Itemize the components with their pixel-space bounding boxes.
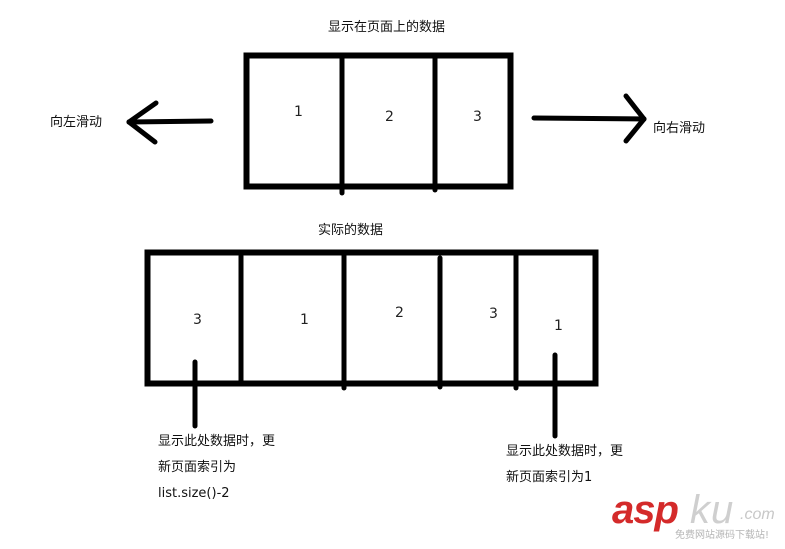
aspku-watermark: asp ku .com 免费网站源码下载站! xyxy=(612,490,784,546)
actual-cell-1: 3 xyxy=(193,312,202,328)
watermark-domain: .com xyxy=(740,506,775,523)
left-note-line-1: 显示此处数据时，更 xyxy=(158,434,276,449)
actual-cell-4: 3 xyxy=(489,306,498,322)
left-note-line-3: list.size()-2 xyxy=(158,486,230,501)
actual-data-box xyxy=(144,249,599,387)
right-note: 显示此处数据时，更 新页面索引为1 xyxy=(506,439,623,491)
left-arrow-icon xyxy=(126,100,214,145)
actual-cell-2: 1 xyxy=(300,312,309,328)
right-arrow-label: 向右滑动 xyxy=(653,121,706,136)
watermark-tagline: 免费网站源码下载站! xyxy=(675,530,770,541)
displayed-cell-3: 3 xyxy=(473,109,482,125)
displayed-data-title: 显示在页面上的数据 xyxy=(328,20,446,35)
displayed-cell-1: 1 xyxy=(294,104,303,120)
left-note-line-2: 新页面索引为 xyxy=(158,460,237,475)
actual-cell-5: 1 xyxy=(554,318,563,334)
watermark-brand-gray: ku xyxy=(690,488,735,532)
actual-cell-3: 2 xyxy=(395,305,404,321)
right-note-line-1: 显示此处数据时，更 xyxy=(506,444,624,459)
displayed-cell-2: 2 xyxy=(385,109,394,125)
left-note: 显示此处数据时，更 新页面索引为 list.size()-2 xyxy=(158,429,275,507)
left-arrow-label: 向左滑动 xyxy=(50,115,103,130)
watermark-brand-red: asp xyxy=(612,488,679,532)
right-arrow-icon xyxy=(531,93,647,144)
right-note-line-2: 新页面索引为1 xyxy=(506,470,593,485)
displayed-data-box xyxy=(243,52,514,190)
actual-data-title: 实际的数据 xyxy=(318,223,384,238)
